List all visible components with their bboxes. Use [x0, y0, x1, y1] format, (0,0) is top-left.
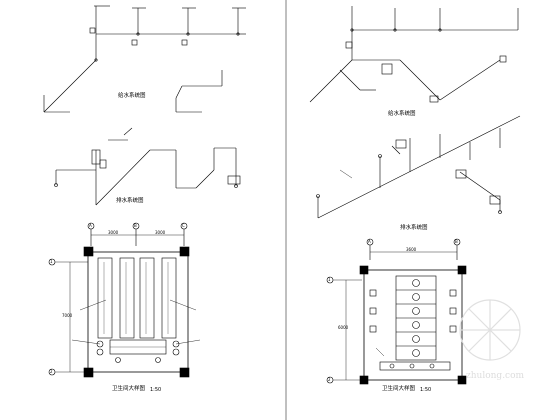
right-dim-side: 6000 [338, 325, 349, 330]
left-plan-view [48, 222, 201, 378]
right-iso-mid-caption: 排水系统图 [400, 225, 428, 231]
left-axis-b: B [134, 223, 137, 228]
left-plan-scale: 1:50 [150, 387, 162, 393]
left-plan-caption: 卫生间大样图 [112, 386, 146, 392]
left-iso-drain-diagram [54, 127, 241, 206]
right-iso-supply-diagram [309, 6, 519, 103]
right-iso-drain-diagram [316, 115, 521, 219]
left-axis-c: C [182, 223, 185, 228]
right-iso-top-caption: 给水系统图 [388, 111, 416, 117]
right-axis-1: 1 [328, 277, 331, 282]
left-dim-right: 3000 [155, 230, 166, 235]
right-axis-b: B [455, 239, 458, 244]
left-dim-side: 7000 [62, 313, 73, 318]
left-iso-top-caption: 给水系统图 [118, 93, 146, 99]
left-axis-a: A [89, 223, 92, 228]
watermark-logo-icon [459, 299, 521, 361]
right-axis-2: 2 [328, 377, 331, 382]
left-iso-mid-caption: 排水系统图 [116, 198, 144, 204]
watermark-text: zhulong.com [466, 371, 525, 381]
right-plan-caption: 卫生间大样图 [382, 386, 416, 392]
left-axis-2: 2 [50, 369, 53, 374]
left-iso-supply-diagram [43, 5, 246, 113]
right-dim-top: 3600 [406, 247, 417, 252]
left-dim-left: 3000 [108, 230, 119, 235]
right-axis-a: A [368, 239, 371, 244]
right-plan-view [326, 238, 467, 385]
left-axis-1: 1 [50, 259, 53, 264]
right-plan-scale: 1:50 [420, 387, 432, 393]
